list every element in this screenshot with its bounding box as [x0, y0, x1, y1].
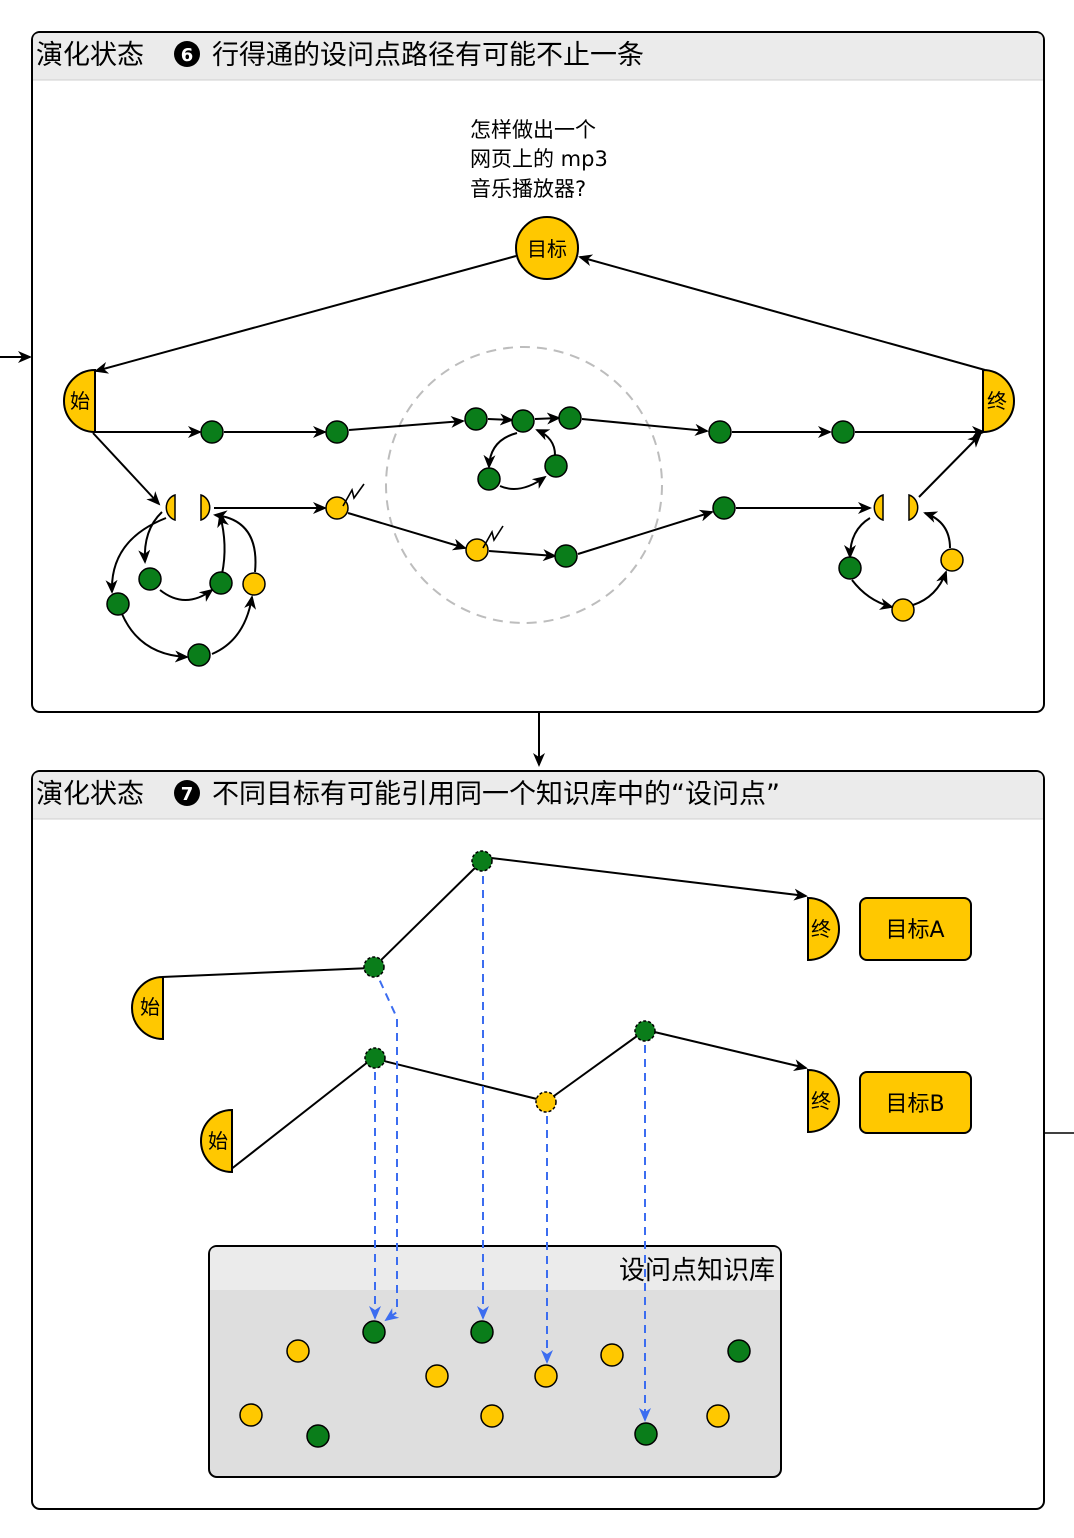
- start-node-b-label: 始: [208, 1129, 228, 1153]
- goal-node-label: 目标: [527, 237, 567, 261]
- start-node-label: 始: [70, 389, 90, 413]
- end-node-b: 终: [807, 1068, 840, 1134]
- panel-6: 演化状态 6 行得通的设问点路径有可能不止一条: [31, 31, 1045, 713]
- goal-node: [515, 216, 579, 280]
- start-node-b: 始: [200, 1108, 233, 1174]
- knowledge-base-title: 设问点知识库: [619, 1256, 775, 1286]
- end-node-a-label: 终: [811, 917, 831, 941]
- end-node-a: 终: [807, 896, 840, 962]
- lightning-icon: [482, 525, 504, 549]
- path-b-edges: [229, 1029, 808, 1171]
- start-node-a-label: 始: [140, 995, 160, 1019]
- path-nodes: [363, 850, 656, 1113]
- panel-7-title-prefix: 演化状态: [36, 779, 144, 810]
- knowledge-base-nodes: [239, 1320, 751, 1448]
- panel-6-title-prefix: 演化状态: [36, 40, 144, 71]
- lightning-icon: [342, 483, 365, 507]
- hub-node-right: [873, 493, 919, 522]
- step-badge-6: [174, 41, 200, 67]
- path-a-edges: [161, 856, 808, 978]
- panel-6-edges: [92, 254, 986, 663]
- end-node-label: 终: [987, 389, 1007, 413]
- start-node: 始: [63, 368, 96, 434]
- question-line-1: 怎样做出一个: [470, 118, 596, 142]
- goal-a-label: 目标A: [885, 918, 944, 943]
- reference-links: [369, 862, 651, 1422]
- panel-6-green-nodes: [106, 406, 862, 667]
- goal-b-label: 目标B: [885, 1092, 944, 1117]
- end-node: 终: [982, 368, 1015, 434]
- panel-6-title-suffix: 行得通的设问点路径有可能不止一条: [212, 40, 644, 71]
- question-line-3: 音乐播放器?: [470, 177, 586, 201]
- panel-7-title-suffix: 不同目标有可能引用同一个知识库中的“设问点”: [212, 779, 780, 810]
- hub-node-left: [165, 493, 211, 522]
- focus-circle: [385, 346, 663, 624]
- question-line-2: 网页上的 mp3: [470, 147, 608, 171]
- start-node-a: 始: [131, 975, 164, 1041]
- goal-a-box: 目标A: [859, 897, 972, 961]
- step-badge-7: [174, 780, 200, 806]
- panel-6-yellow-nodes: [242, 496, 964, 622]
- goal-b-box: 目标B: [859, 1071, 972, 1134]
- knowledge-base: 设问点知识库: [208, 1245, 782, 1478]
- step-badge-6-number: 6: [181, 45, 194, 66]
- step-badge-7-number: 7: [181, 784, 194, 805]
- end-node-b-label: 终: [811, 1089, 831, 1113]
